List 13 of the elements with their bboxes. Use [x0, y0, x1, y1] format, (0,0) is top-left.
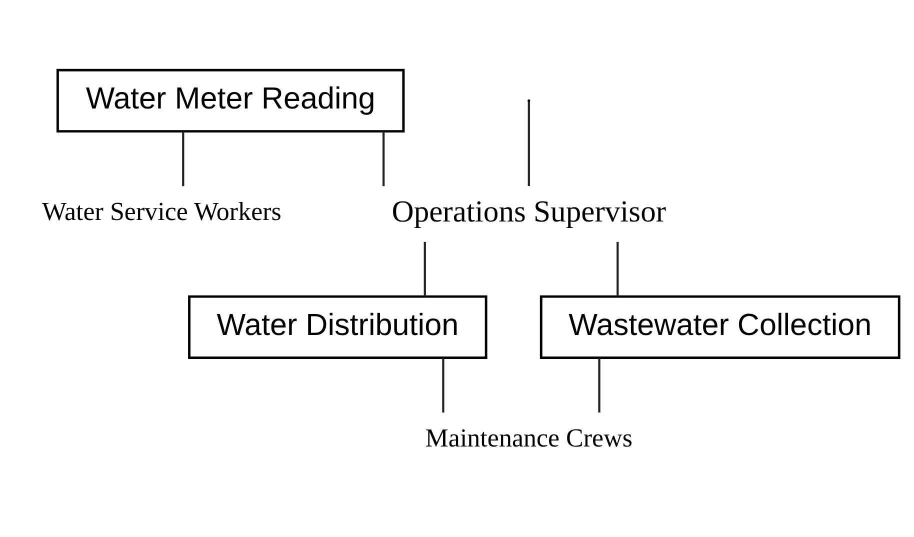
connector — [424, 241, 426, 296]
node-box: Wastewater Collection — [540, 294, 900, 358]
connector — [528, 100, 530, 186]
node-text: Operations Supervisor — [392, 194, 666, 228]
connector — [598, 358, 600, 412]
connector — [382, 131, 385, 186]
node-text: Water Service Workers — [42, 196, 282, 226]
connector — [616, 241, 619, 296]
connector — [442, 358, 444, 412]
node-box: Water Meter Reading — [56, 68, 405, 132]
node-text: Maintenance Crews — [425, 423, 633, 452]
connector — [182, 131, 184, 186]
node-box: Water Distribution — [188, 294, 488, 358]
